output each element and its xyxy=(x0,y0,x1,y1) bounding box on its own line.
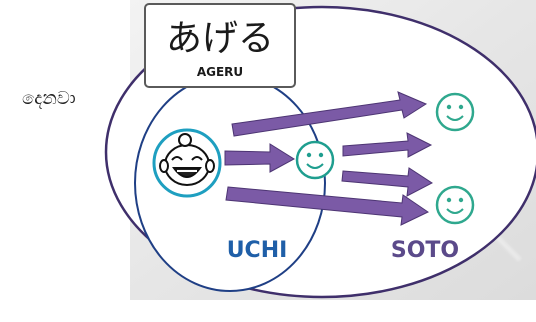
arrow-middle-to-right xyxy=(341,167,433,197)
smiley-icon xyxy=(295,140,335,180)
arrow-giver-to-middle-receiver xyxy=(224,143,295,173)
arrow-middle-to-upper-right xyxy=(342,132,433,158)
side-label-denava: දෙනවා xyxy=(22,88,76,109)
title-card xyxy=(144,3,296,88)
laughing-face-icon xyxy=(159,133,215,186)
arrow-giver-to-top-receiver xyxy=(231,91,428,137)
smiley-icon xyxy=(435,92,475,132)
title-kana: あげる xyxy=(166,18,274,59)
uchi-label: UCHI xyxy=(227,238,288,263)
smiley-icon xyxy=(435,185,475,225)
give-arrows xyxy=(224,91,433,226)
soto-label: SOTO xyxy=(391,238,459,263)
arrow-giver-to-bottom-receiver xyxy=(225,186,429,226)
title-romaji: AGERU xyxy=(197,65,243,79)
